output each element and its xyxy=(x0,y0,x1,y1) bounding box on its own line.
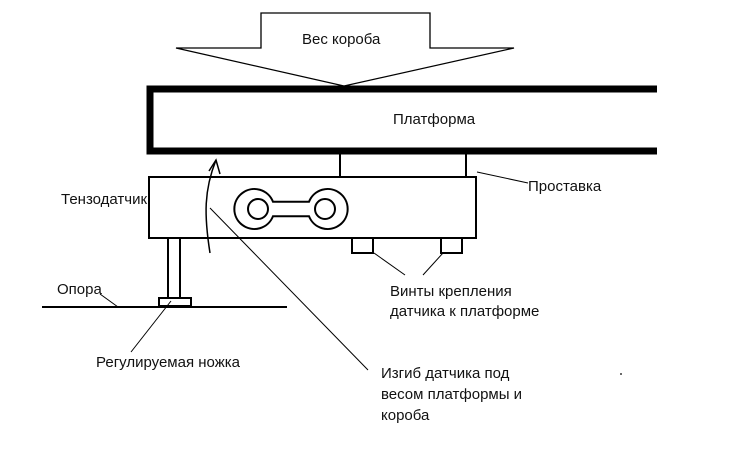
load-cell-label: Тензодатчик xyxy=(61,191,148,208)
leader-screw-left xyxy=(373,252,406,276)
leader-spacer xyxy=(476,171,529,184)
bend-label-line1: Изгиб датчика под xyxy=(381,365,510,382)
weight-arrow xyxy=(175,12,515,87)
bend-label-line2: весом платформы и xyxy=(381,386,523,403)
leader-bend xyxy=(209,207,369,371)
support-label: Опора xyxy=(57,281,102,298)
cutout-hole-right xyxy=(314,198,336,220)
load-cell-body xyxy=(148,176,477,239)
bend-label-line3: короба xyxy=(381,407,430,424)
adjustable-foot-label: Регулируемая ножка xyxy=(96,354,240,371)
leader-support xyxy=(99,293,119,308)
box-weight-label: Вес короба xyxy=(302,31,381,48)
mount-screw-right xyxy=(440,237,463,254)
leader-foot xyxy=(130,300,172,353)
leader-screw-right xyxy=(422,252,444,276)
mount-screw-left xyxy=(351,237,374,254)
bend-arrow-curve xyxy=(205,159,217,254)
cutout-hole-left xyxy=(247,198,269,220)
bend-arrow-head xyxy=(208,158,221,175)
mount-screws-label-line2: датчика к платформе xyxy=(390,303,540,320)
stray-dot xyxy=(620,373,622,375)
platform-label: Платформа xyxy=(393,111,476,128)
foot-base xyxy=(158,297,192,307)
load-cell-cutout xyxy=(233,188,349,230)
mount-screws-label-line1: Винты крепления xyxy=(390,283,512,300)
platform-outline xyxy=(146,85,657,155)
spacer-label: Проставка xyxy=(528,178,602,195)
